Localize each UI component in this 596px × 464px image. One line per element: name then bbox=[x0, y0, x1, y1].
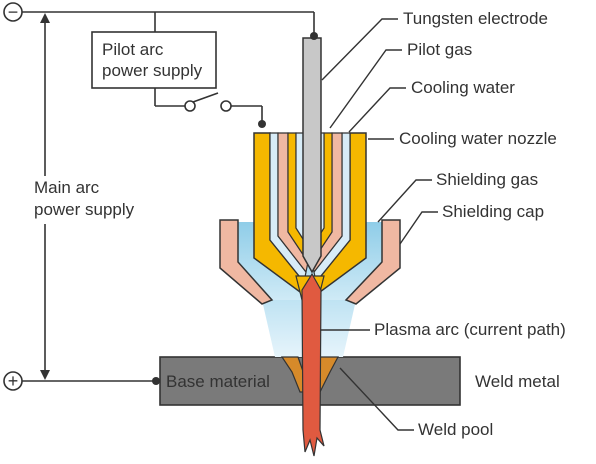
electrode-connection-dot bbox=[310, 32, 318, 40]
pilot-power-label-line1: Pilot arc bbox=[102, 40, 164, 59]
shielding-cap-left bbox=[219, 219, 274, 305]
weld-metal-label: Weld metal bbox=[475, 372, 560, 391]
plasma-arc bbox=[301, 272, 325, 457]
pilot-power-label-line2: power supply bbox=[102, 61, 203, 80]
nozzle-connection-dot bbox=[258, 120, 266, 128]
pilot-switch bbox=[184, 92, 232, 112]
pilot-arc-power-supply: Pilot arc power supply bbox=[91, 31, 217, 89]
shielding-cap-right bbox=[344, 219, 401, 305]
negative-terminal: − bbox=[3, 2, 23, 22]
plasma-arc-label: Plasma arc (current path) bbox=[374, 320, 566, 339]
positive-terminal: + bbox=[3, 371, 23, 391]
weld-pool-label: Weld pool bbox=[418, 420, 493, 439]
cooling-water-label: Cooling water bbox=[411, 78, 515, 97]
shielding-gas-label: Shielding gas bbox=[436, 170, 538, 189]
circuit-wiring bbox=[22, 11, 315, 382]
tungsten-electrode bbox=[302, 37, 322, 274]
main-power-label-line1: Main arc bbox=[34, 178, 100, 197]
main-arc-power-supply: Main arc power supply bbox=[30, 176, 156, 224]
leader-lines bbox=[320, 18, 438, 431]
base-material-label: Base material bbox=[166, 372, 270, 391]
positive-terminal-label: + bbox=[8, 371, 19, 391]
tungsten-electrode-label: Tungsten electrode bbox=[403, 9, 548, 28]
main-power-label-line2: power supply bbox=[34, 200, 135, 219]
cooling-water-nozzle-label: Cooling water nozzle bbox=[399, 129, 557, 148]
shielding-cap-label: Shielding cap bbox=[442, 202, 544, 221]
pilot-gas-label: Pilot gas bbox=[407, 40, 472, 59]
base-material-connection-dot bbox=[152, 377, 160, 385]
negative-terminal-label: − bbox=[8, 2, 19, 22]
